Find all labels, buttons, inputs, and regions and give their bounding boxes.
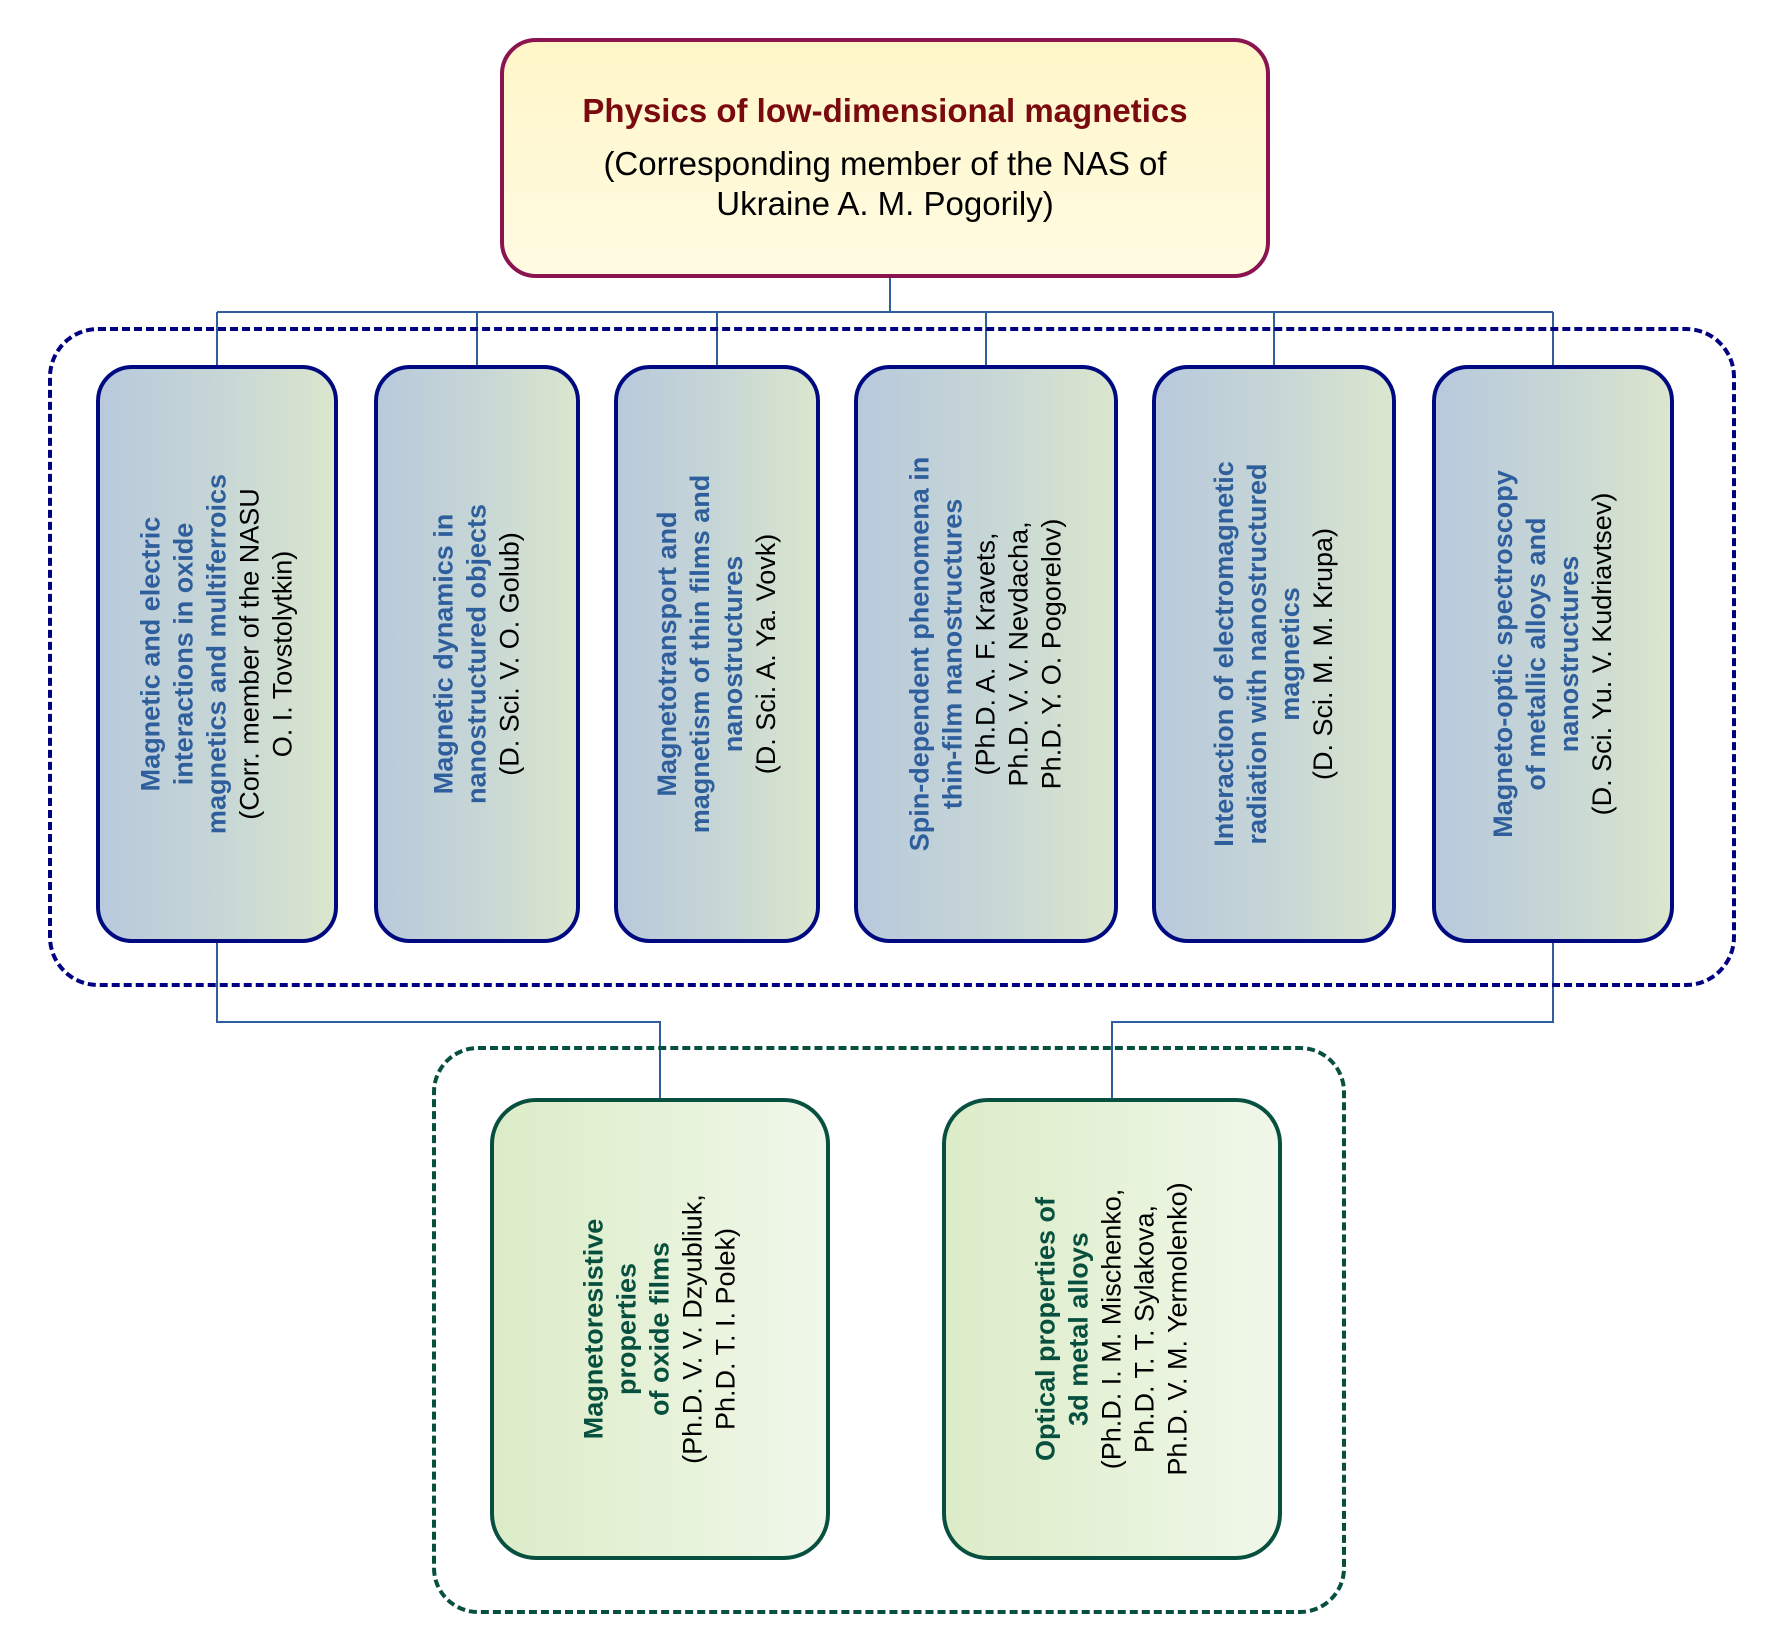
research-node-title: Magnetotransport and magnetism of thin f… <box>652 474 748 834</box>
root-title: Physics of low-dimensional magnetics <box>582 92 1188 129</box>
sub-node-title: Optical properties of 3d metal alloys <box>1030 1196 1094 1462</box>
research-node-head: (D. Sci. A. Ya. Vovk) <box>751 533 781 775</box>
root-head: (Corresponding member of the NAS of Ukra… <box>603 145 1167 222</box>
research-node-magnetotransport: Magnetotransport and magnetism of thin f… <box>614 365 820 943</box>
sub-node-optical-properties: Optical properties of 3d metal alloys (P… <box>942 1098 1282 1560</box>
sub-groups-frame <box>432 1046 1346 1614</box>
research-node-title: Spin-dependent phenomena in thin-film na… <box>904 456 968 852</box>
research-node-head: (Ph.D. A. F. Kravets, Ph.D. V. V. Nevdac… <box>970 518 1067 790</box>
research-groups-frame <box>48 327 1736 987</box>
research-node-magneto-optic: Magneto-optic spectroscopy of metallic a… <box>1432 365 1674 943</box>
research-node-magnetic-dynamics: Magnetic dynamics in nanostructured obje… <box>374 365 580 943</box>
research-node-head: (D. Sci. M. M. Krupa) <box>1308 527 1338 781</box>
research-node-head: (D. Sci. V. O. Golub) <box>494 532 525 776</box>
research-node-title: Interaction of electromagnetic radiation… <box>1209 461 1305 847</box>
research-node-title: Magnetic dynamics in nanostructured obje… <box>428 503 492 805</box>
research-node-head: (Corr. member of the NASU O. I. Tovstoly… <box>234 488 298 820</box>
research-node-spin-dependent: Spin-dependent phenomena in thin-film na… <box>854 365 1118 943</box>
sub-node-magnetoresistive: Magnetoresistive properties of oxide fil… <box>490 1098 830 1560</box>
research-node-head: (D. Sci. Yu. V. Kudriavtsev) <box>1587 492 1617 816</box>
research-node-title: Magnetic and electric interactions in ox… <box>135 473 232 835</box>
research-node-title: Magneto-optic spectroscopy of metallic a… <box>1488 470 1584 838</box>
sub-node-head: (Ph.D. V. V. Dzyubliuk, Ph.D. T. I. Pole… <box>677 1194 741 1464</box>
sub-node-head: (Ph.D. I. M. Mischenko, Ph.D. T. T. Syla… <box>1096 1182 1193 1476</box>
research-node-electromagnetic-radiation: Interaction of electromagnetic radiation… <box>1152 365 1396 943</box>
root-node: Physics of low-dimensional magnetics (Co… <box>500 38 1270 278</box>
sub-node-title: Magnetoresistive properties of oxide fil… <box>578 1218 675 1440</box>
research-node-oxide-multiferroics: Magnetic and electric interactions in ox… <box>96 365 338 943</box>
